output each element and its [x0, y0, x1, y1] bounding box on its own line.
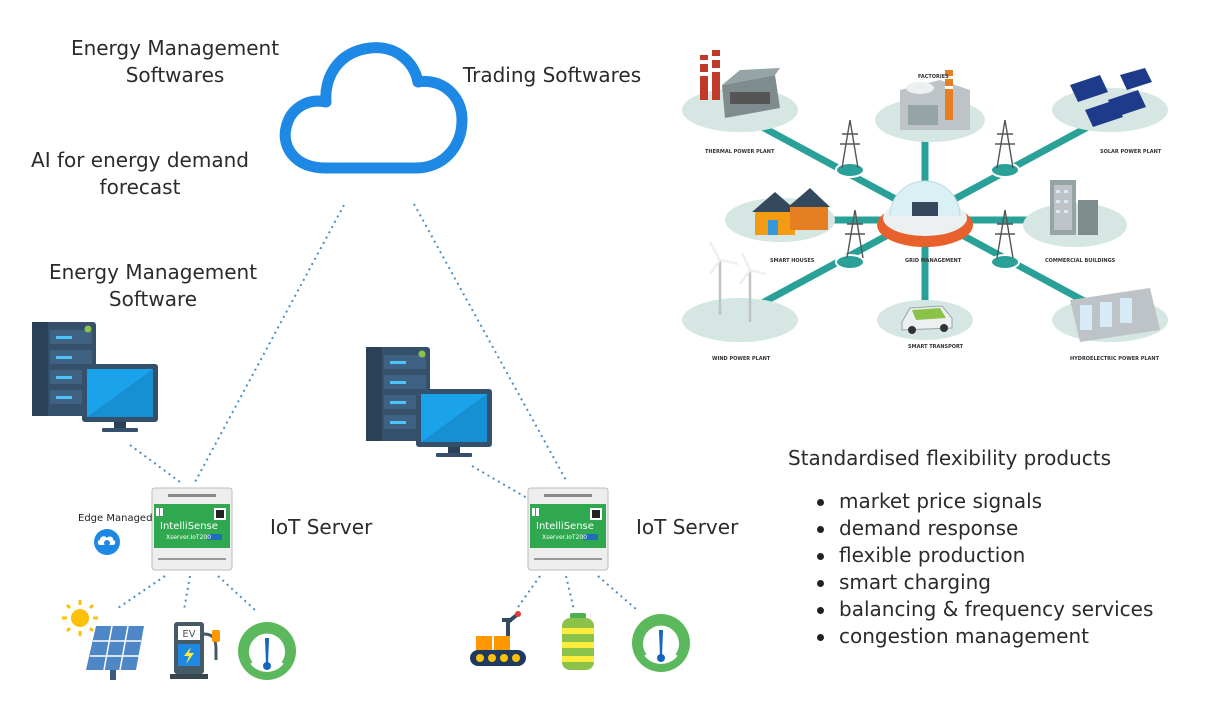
sun-icon [62, 600, 98, 636]
flexibility-title: Standardised flexibility products [788, 446, 1112, 470]
commercial-building-icon [1050, 180, 1098, 235]
left-server-computer-icon [32, 322, 158, 432]
trading-softwares-label: Trading Softwares [462, 63, 642, 87]
list-item: demand response [812, 515, 1153, 542]
list-item: balancing & frequency services [812, 596, 1153, 623]
wind-label: WIND POWER PLANT [712, 356, 771, 362]
link-cloud-left-iot [194, 204, 345, 483]
right-server-computer-icon [366, 347, 492, 457]
left-iot-server-label: IoT Server [270, 515, 373, 539]
smart-car-icon [901, 305, 953, 334]
wind-turbine-icon [708, 241, 767, 322]
factories-label: FACTORIES [918, 74, 949, 80]
list-item: smart charging [812, 569, 1153, 596]
right-iot-device: IntelliSense Xserver.IoT200 [526, 486, 610, 572]
link-right-iot-robot [515, 575, 541, 611]
solar-label: SOLAR POWER PLANT [1100, 149, 1162, 155]
left-device-model: Xserver.IoT200 [166, 534, 212, 541]
right-iot-server-label: IoT Server [636, 515, 739, 539]
smart-house-icon [752, 188, 830, 235]
energy-mgmt-softwares-label: Energy Management Softwares [70, 36, 280, 87]
list-item: congestion management [812, 623, 1153, 650]
battery-icon [562, 613, 594, 670]
link-right-iot-battery [565, 575, 575, 611]
transport-label: SMART TRANSPORT [908, 344, 964, 350]
link-left-pc-iot [129, 444, 181, 483]
solar-plant-icon [1070, 68, 1152, 127]
hydro-label: HYDROELECTRIC POWER PLANT [1070, 356, 1160, 362]
right-device-brand: IntelliSense [536, 521, 594, 532]
ev-charger-icon: EV [170, 622, 220, 679]
flexibility-list: market price signals demand response fle… [812, 488, 1153, 650]
solar-panel-icon [86, 625, 144, 680]
hydro-plant-icon [1070, 288, 1160, 342]
list-item: flexible production [812, 542, 1153, 569]
thermal-plant-icon [700, 50, 780, 118]
left-meter-gauge-icon [238, 622, 296, 680]
link-left-iot-meter [217, 575, 256, 611]
right-meter-gauge-icon [632, 614, 690, 672]
industrial-robot-icon [470, 611, 526, 666]
left-device-brand: IntelliSense [160, 521, 218, 532]
commercial-label: COMMERCIAL BUILDINGS [1045, 258, 1116, 264]
list-item: market price signals [812, 488, 1153, 515]
left-iot-device: IntelliSense Xserver.IoT200 [150, 486, 234, 572]
link-cloud-right-iot [413, 203, 568, 483]
edge-managed-label: Edge Managed [78, 513, 153, 524]
ev-text: EV [182, 629, 195, 640]
grid-label: GRID MANAGEMENT [905, 258, 962, 264]
right-device-model: Xserver.IoT200 [542, 534, 588, 541]
cloud-icon [279, 42, 468, 174]
link-right-pc-iot [471, 465, 528, 499]
ai-forecast-label: AI for energy demand forecast [31, 148, 249, 199]
edge-cloud-gear-icon [94, 529, 120, 555]
link-right-iot-meter [597, 575, 638, 611]
sun-solar-panel-icon [62, 600, 144, 680]
houses-label: SMART HOUSES [770, 258, 815, 264]
thermal-label: THERMAL POWER PLANT [705, 149, 775, 155]
factory-icon [900, 70, 970, 130]
link-left-iot-ev [183, 575, 191, 611]
smart-grid-illustration: THERMAL POWER PLANT FACTORIES SOLAR POWE… [682, 50, 1168, 362]
energy-mgmt-software-label: Energy Management Software [48, 260, 258, 311]
